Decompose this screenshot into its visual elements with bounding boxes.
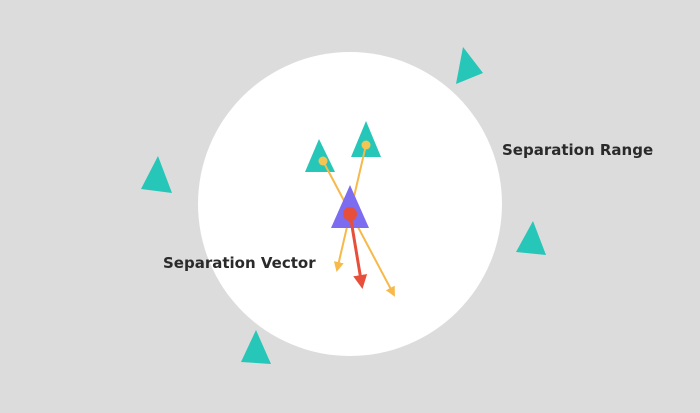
agent-center-dot bbox=[343, 207, 357, 221]
neighbor-dot-right bbox=[361, 140, 371, 150]
separation-vector-arrow bbox=[348, 213, 368, 289]
neighbor-boid-left bbox=[305, 139, 335, 172]
neighbor-dot-left bbox=[318, 156, 328, 166]
separation-vector-label: Separation Vector bbox=[163, 254, 316, 272]
outside-boid-bottom-left bbox=[241, 330, 271, 364]
agent-boid bbox=[331, 185, 369, 228]
outside-boid-left bbox=[141, 156, 172, 193]
outside-boid-right bbox=[516, 221, 546, 255]
outside-boid-top-right bbox=[456, 47, 483, 84]
neighbor-boid-right bbox=[351, 121, 381, 157]
separation-range-label: Separation Range bbox=[502, 141, 653, 159]
